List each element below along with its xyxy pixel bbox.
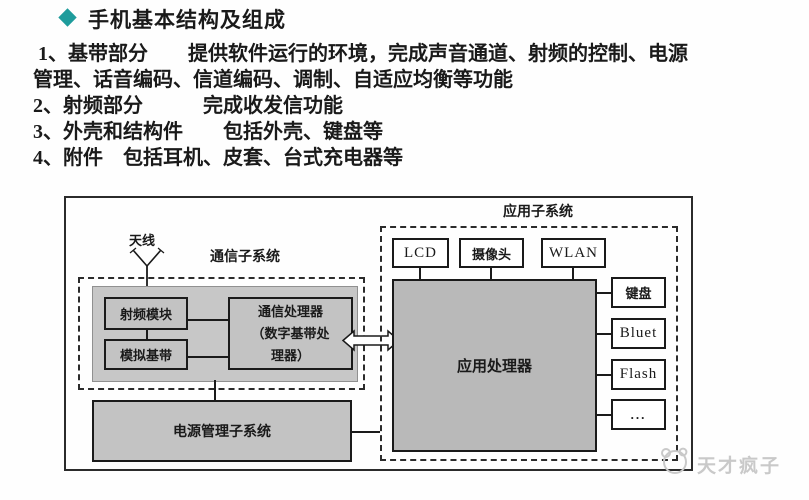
lcd-label: LCD bbox=[404, 244, 437, 261]
rf-module-box: 射频模块 bbox=[104, 297, 188, 330]
connector-camera-to-processor bbox=[490, 268, 492, 279]
comm-subsystem-label: 通信子系统 bbox=[210, 250, 280, 265]
connector-processor-to-keyboard bbox=[597, 292, 611, 294]
power-management-box: 电源管理子系统 bbox=[92, 400, 352, 462]
app-processor-label: 应用处理器 bbox=[456, 359, 532, 375]
watermark-text: 天才疯子 bbox=[697, 456, 782, 477]
body-line-4: 3、外壳和结构件 包括外壳、键盘等 bbox=[33, 121, 383, 143]
connector-rf-to-processor bbox=[188, 319, 228, 321]
antenna-label: 天线 bbox=[129, 233, 156, 248]
camera-box: 摄像头 bbox=[459, 238, 524, 268]
body-line-2: 管理、话音编码、信道编码、调制、自适应均衡等功能 bbox=[33, 69, 513, 91]
wlan-label: WLAN bbox=[549, 244, 598, 261]
rf-module-label: 射频模块 bbox=[119, 307, 172, 322]
more-peripherals-label: ... bbox=[630, 406, 647, 422]
comm-processor-box: 通信处理器 （数字基带处 理器） bbox=[228, 297, 353, 370]
connector-analog-to-processor bbox=[188, 356, 228, 358]
power-management-label: 电源管理子系统 bbox=[173, 425, 271, 440]
comm-processor-line3: 理器） bbox=[270, 347, 310, 363]
bluetooth-label: Bluet bbox=[619, 325, 658, 341]
analog-baseband-label: 模拟基带 bbox=[119, 348, 172, 363]
comm-processor-line1: 通信处理器 bbox=[257, 303, 323, 319]
connector-power-to-app bbox=[352, 431, 380, 433]
keyboard-label: 键盘 bbox=[625, 286, 652, 301]
connector-rf-to-analog bbox=[146, 330, 148, 339]
page-title: 手机基本结构及组成 bbox=[88, 8, 286, 32]
app-subsystem-dashed-box bbox=[380, 226, 678, 461]
comm-subsystem-dashed-box bbox=[78, 277, 365, 390]
analog-baseband-box: 模拟基带 bbox=[104, 339, 188, 370]
connector-processor-to-more bbox=[597, 414, 611, 416]
app-processor-box: 应用处理器 bbox=[392, 279, 597, 452]
app-subsystem-label: 应用子系统 bbox=[503, 205, 573, 220]
body-line-5: 4、附件 包括耳机、皮套、台式充电器等 bbox=[33, 147, 403, 169]
connector-processor-to-bluetooth bbox=[597, 333, 611, 335]
bluetooth-box: Bluet bbox=[611, 318, 666, 349]
flash-box: Flash bbox=[611, 359, 666, 390]
connector-comm-to-power bbox=[214, 380, 216, 400]
connector-processor-to-flash bbox=[597, 374, 611, 376]
body-line-1: 1、基带部分 提供软件运行的环境，完成声音通道、射频的控制、电源 bbox=[33, 43, 688, 65]
connector-lcd-to-processor bbox=[419, 268, 421, 279]
lcd-box: LCD bbox=[392, 238, 449, 268]
camera-label: 摄像头 bbox=[471, 246, 511, 262]
comm-processor-line2: （数字基带处 bbox=[251, 325, 330, 341]
flash-label: Flash bbox=[619, 366, 658, 382]
wlan-box: WLAN bbox=[541, 238, 606, 268]
more-peripherals-box: ... bbox=[611, 399, 666, 430]
keyboard-box: 键盘 bbox=[611, 277, 666, 308]
body-line-3: 2、射频部分 完成收发信功能 bbox=[33, 95, 343, 117]
connector-wlan-to-processor bbox=[572, 268, 574, 279]
watermark-logo-icon bbox=[661, 447, 688, 474]
bullet-diamond-icon bbox=[58, 8, 77, 27]
